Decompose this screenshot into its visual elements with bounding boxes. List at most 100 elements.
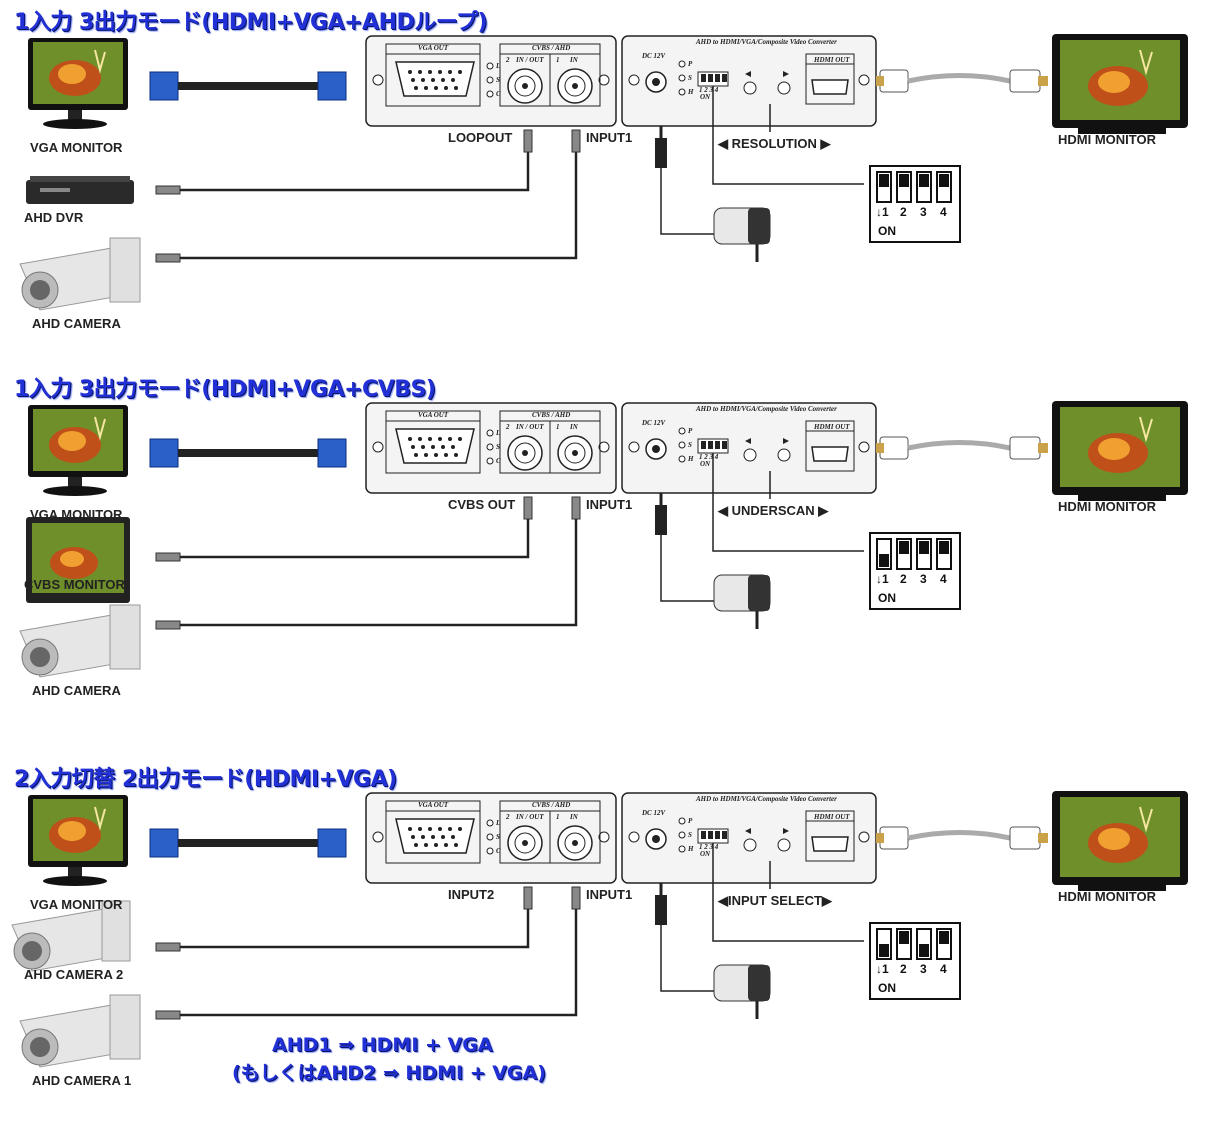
dip-on-small-label: ON — [700, 460, 711, 468]
dip-num-1: ↓1 — [876, 205, 889, 219]
product-label: AHD to HDMI/VGA/Composite Video Converte… — [696, 405, 837, 413]
converter-unit-right — [621, 792, 877, 884]
vga-monitor-icon — [28, 405, 128, 496]
dc-label: DC 12V — [642, 52, 666, 60]
in-label: IN — [570, 813, 578, 821]
port-1-label: 1 — [556, 423, 560, 431]
vga-out-label: VGA OUT — [418, 801, 449, 809]
cvbs-ahd-label: CVBS / AHD — [532, 801, 571, 809]
dip-on-small-label: ON — [700, 93, 711, 101]
led-p-label: P — [688, 60, 693, 68]
converter-unit-left — [365, 792, 617, 884]
vga-cable — [149, 828, 347, 858]
dip-num-4: 4 — [940, 205, 947, 219]
bottom-device-label: AHD CAMERA — [32, 683, 121, 698]
power-adapter — [655, 883, 771, 1019]
bottom-device-label: AHD CAMERA — [32, 316, 121, 331]
bnc-cables — [155, 496, 581, 630]
note-line-1: AHD1 ⇒ HDMI + VGA — [272, 1034, 493, 1056]
led-s-label: S — [496, 76, 500, 84]
port-left-label: CVBS OUT — [448, 497, 516, 512]
cvbs-ahd-label: CVBS / AHD — [532, 44, 571, 52]
function-label: ◀ RESOLUTION ▶ — [718, 136, 831, 151]
hdmi-monitor-icon — [1052, 791, 1188, 891]
dip-small-label: 1 2 3 4 — [699, 86, 719, 94]
port-right-label: INPUT1 — [586, 130, 633, 145]
section-3: 2入力切替 2出力モード(HDMI+VGA) — [0, 757, 1230, 1127]
hdmi-monitor-icon — [1052, 34, 1188, 134]
dip-on-label: ON — [878, 981, 896, 995]
led-l-label: L — [496, 819, 501, 827]
port-2-label: 2 — [506, 813, 510, 821]
port-right-label: INPUT1 — [586, 887, 633, 902]
port-1-label: 1 — [556, 813, 560, 821]
led-l-label: L — [496, 62, 501, 70]
port-left-label: INPUT2 — [448, 887, 495, 902]
dip-num-1: ↓1 — [876, 962, 889, 976]
top-device-label: VGA MONITOR — [30, 897, 123, 912]
top-device-label: VGA MONITOR — [30, 507, 123, 522]
converter-unit-right — [621, 402, 877, 494]
wiring-diagram — [11, 791, 1188, 1068]
in-out-label: IN / OUT — [516, 813, 544, 821]
led-s-label: S — [496, 833, 500, 841]
dip-knob-2 — [899, 541, 909, 554]
dc-label: DC 12V — [642, 419, 666, 427]
hdmi-cable — [876, 436, 1048, 460]
dip-num-4: 4 — [940, 572, 947, 586]
led-h-label: H — [688, 88, 694, 96]
dip-knob-3 — [919, 541, 929, 554]
led-s-label: S — [496, 443, 500, 451]
vga-monitor-icon — [28, 38, 128, 129]
dip-knob-3 — [919, 174, 929, 187]
dip-small-label: 1 2 3 4 — [699, 843, 719, 851]
hdmi-cable — [876, 69, 1048, 93]
top-device-label: VGA MONITOR — [30, 140, 123, 155]
ahd-camera-icon — [19, 237, 141, 311]
product-label: AHD to HDMI/VGA/Composite Video Converte… — [696, 795, 837, 803]
dip-on-label: ON — [878, 224, 896, 238]
port-2-label: 2 — [506, 56, 510, 64]
dip-num-3: 3 — [920, 572, 927, 586]
dc-label: DC 12V — [642, 809, 666, 817]
led-l-label: L — [496, 429, 501, 437]
dip-knob-2 — [899, 174, 909, 187]
dip-knob-1 — [879, 944, 889, 957]
dip-num-2: 2 — [900, 205, 907, 219]
in-label: IN — [570, 423, 578, 431]
hdmi-out-label: HDMI OUT — [814, 813, 850, 821]
bnc-cables — [155, 886, 581, 1020]
section-heading: 2入力切替 2出力モード(HDMI+VGA) — [14, 767, 397, 792]
led-h-label: H — [688, 845, 694, 853]
led-c-label: C — [496, 90, 501, 98]
switch-pointer-wire — [712, 843, 864, 942]
bnc-cables — [155, 129, 581, 263]
in-out-label: IN / OUT — [516, 423, 544, 431]
port-right-label: INPUT1 — [586, 497, 633, 512]
dip-switch-box — [869, 165, 961, 243]
hdmi-device-label: HDMI MONITOR — [1058, 499, 1156, 514]
vga-cable — [149, 71, 347, 101]
middle-device-icon — [26, 517, 130, 603]
led-s2-label: S — [688, 74, 692, 82]
function-label: ◀INPUT SELECT▶ — [718, 893, 832, 908]
dip-knob-4 — [939, 541, 949, 554]
led-c-label: C — [496, 847, 501, 855]
switch-pointer-wire — [712, 453, 864, 552]
dip-num-2: 2 — [900, 962, 907, 976]
switch-pointer-wire — [712, 86, 864, 185]
section-heading: 1入力 3出力モード(HDMI+VGA+CVBS) — [14, 377, 436, 402]
led-s2-label: S — [688, 441, 692, 449]
middle-device-label: CVBS MONITOR — [24, 577, 125, 592]
port-2-label: 2 — [506, 423, 510, 431]
led-h-label: H — [688, 455, 694, 463]
vga-out-label: VGA OUT — [418, 44, 449, 52]
hdmi-device-label: HDMI MONITOR — [1058, 132, 1156, 147]
middle-device-label: AHD DVR — [24, 210, 84, 225]
dip-knob-3 — [919, 944, 929, 957]
section-heading: 1入力 3出力モード(HDMI+VGA+AHDループ) — [14, 10, 488, 35]
ahd-camera-icon — [19, 604, 141, 678]
dip-on-label: ON — [878, 591, 896, 605]
converter-unit-left — [365, 402, 617, 494]
wiring-diagram — [19, 34, 1188, 311]
